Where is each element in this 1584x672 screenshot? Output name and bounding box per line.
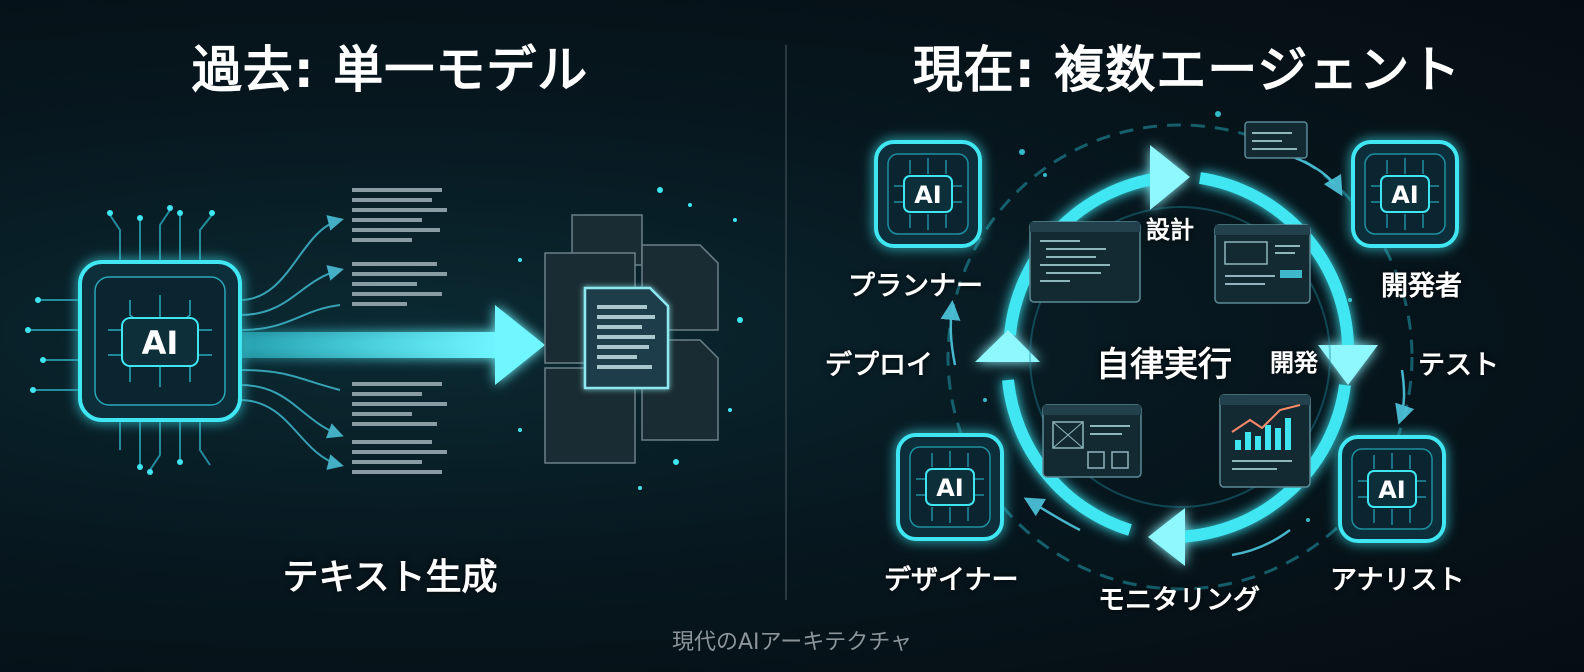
agent-name-planner: プランナー [848, 271, 983, 302]
left-panel-title: 過去: 単一モデル [191, 41, 589, 99]
code-editor-window [1029, 221, 1141, 303]
agent-chip-analyst: AI [1338, 435, 1446, 543]
status-window [1244, 121, 1308, 159]
wireframe-window [1042, 404, 1142, 478]
chip-label: AI [142, 324, 179, 362]
agent-chips: AI AI AI AI [874, 140, 1459, 543]
stage-label-design: 設計 [1146, 216, 1194, 244]
agent-sparkle-dots [983, 111, 1352, 522]
cycle-arrowhead-left [975, 330, 1040, 362]
single-model-illustration: AI [25, 187, 743, 490]
document-stack [544, 214, 719, 464]
center-label: 自律実行 [1096, 345, 1232, 385]
output-flow-lines [239, 215, 344, 470]
agent-chip-designer: AI [896, 433, 1004, 541]
text-output-lines [352, 188, 447, 474]
agent-chip-label: AI [1378, 476, 1406, 504]
agent-name-analyst: アナリスト [1330, 565, 1465, 596]
stage-label-monitoring: モニタリング [1098, 585, 1260, 616]
analytics-chart-window [1219, 394, 1311, 488]
outer-dashed-ring [946, 123, 1414, 591]
multi-agent-illustration: AI AI AI AI [874, 111, 1459, 591]
single-ai-chip: AI [78, 260, 242, 422]
agent-chip-label: AI [914, 181, 942, 209]
circuit-nodes [25, 205, 215, 475]
agent-chip-label: AI [1391, 181, 1419, 209]
stage-label-deploy: デプロイ [825, 350, 933, 381]
stage-label-develop: 開発 [1270, 349, 1318, 377]
cycle-arrowhead-top [1150, 145, 1190, 210]
agent-name-developer: 開発者 [1381, 271, 1462, 302]
footer-caption: 現代のAIアーキテクチャ [672, 630, 912, 655]
stage-label-test: テスト [1418, 350, 1499, 381]
chip-circuit-lines [30, 209, 213, 471]
design-mockup-window [1214, 224, 1311, 304]
agent-chip-planner: AI [874, 140, 982, 248]
cycle-arrowhead-bottom [1148, 508, 1185, 566]
agent-name-designer: デザイナー [884, 565, 1019, 596]
autonomous-cycle-ring [975, 145, 1378, 566]
main-output-arrow [240, 305, 545, 385]
left-panel-caption: テキスト生成 [282, 557, 498, 598]
agent-chip-label: AI [936, 474, 964, 502]
cycle-arrowhead-right [1318, 345, 1378, 385]
agent-chip-developer: AI [1351, 140, 1459, 248]
sparkle-dots [518, 187, 743, 490]
right-panel-title: 現在: 複数エージェント [912, 41, 1462, 99]
